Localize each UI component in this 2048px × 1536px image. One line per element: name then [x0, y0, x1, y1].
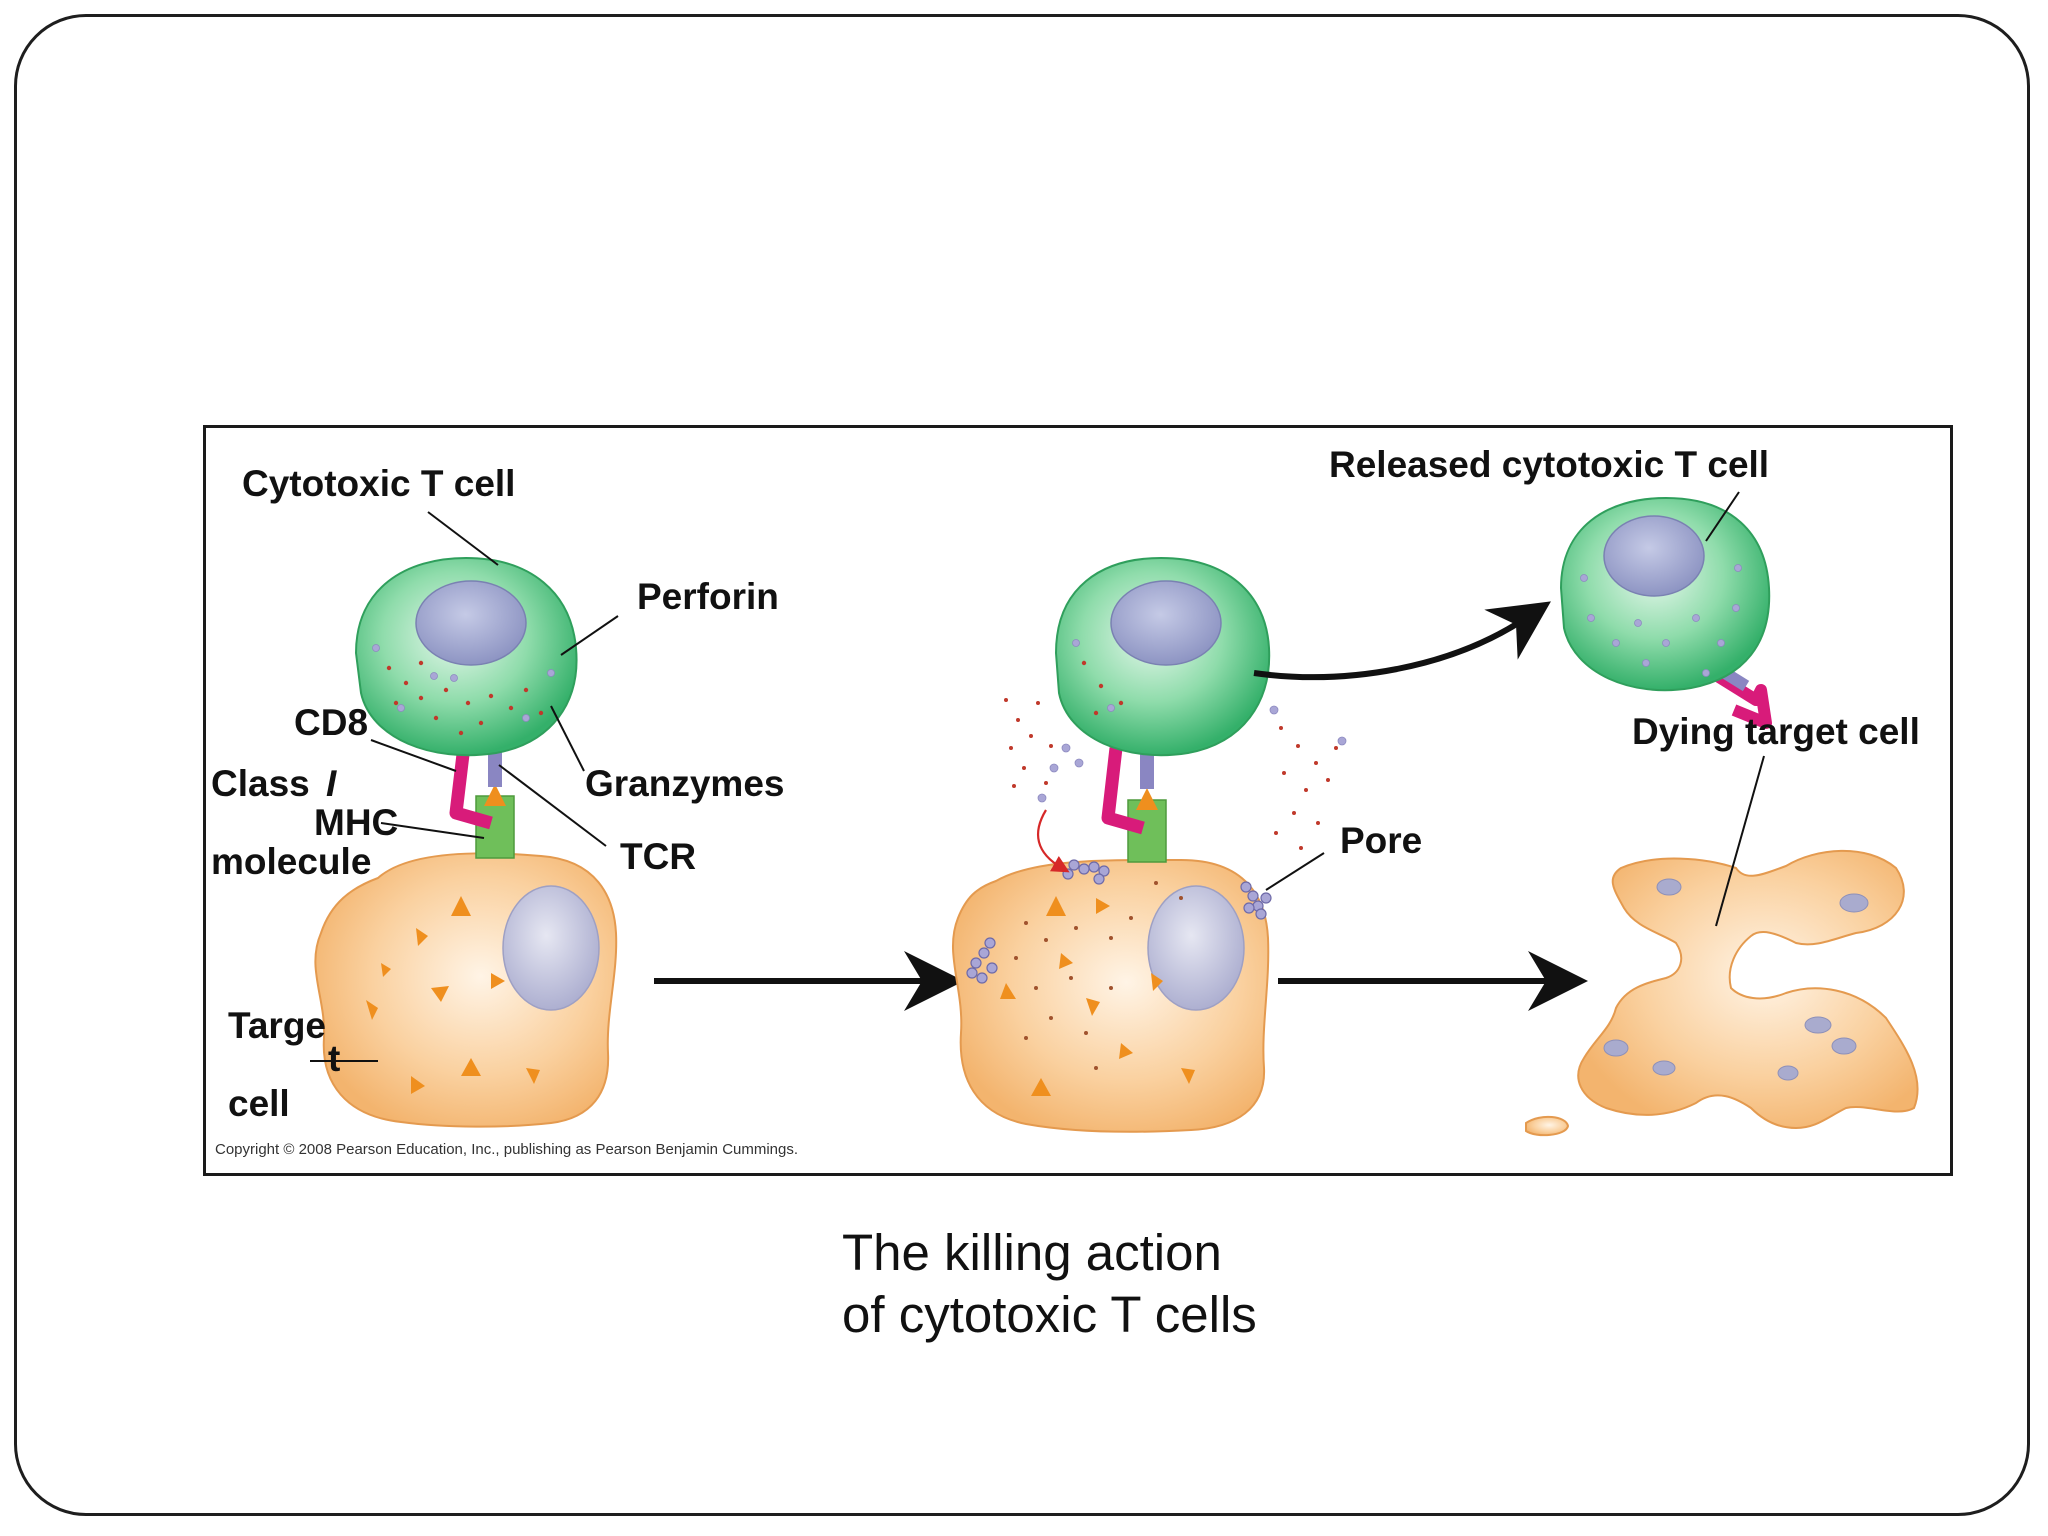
label-mhc: MHC [314, 802, 398, 843]
released-cd8 [1707, 666, 1772, 729]
granzyme-dots-2 [1081, 660, 1124, 716]
release-arrow [1253, 601, 1551, 681]
copyright-notice: Copyright © 2008 Pearson Education, Inc.… [215, 1141, 798, 1158]
released-t-cell-nucleus [1603, 515, 1705, 597]
t-cell-nucleus-2 [1110, 580, 1222, 666]
dying-cell-nuclei [1603, 878, 1869, 1081]
released-granzymes [1004, 698, 1338, 850]
pore-right [1240, 881, 1272, 920]
antigen-peptide [484, 784, 506, 806]
dying-target-cell-fragments [1577, 849, 1919, 1130]
stage-3-dying-target [1525, 849, 1919, 1137]
pore [1062, 859, 1110, 885]
cd8-coreceptor-2 [1101, 747, 1145, 835]
mhc-molecule [475, 795, 515, 859]
cd8-coreceptor [449, 745, 493, 830]
label-cd8: CD8 [294, 702, 368, 743]
label-tcr: TCR [620, 836, 696, 877]
label-pore: Pore [1340, 820, 1422, 861]
perforin-granules-2 [1072, 639, 1115, 712]
granzyme-dots [386, 660, 544, 736]
label-target: Targe [228, 1005, 326, 1046]
stage-1-labels: Cytotoxic T cell Perforin CD8 Class I MH… [211, 463, 785, 1124]
antigen-fragments [366, 896, 540, 1094]
released-perforin [1037, 705, 1347, 803]
label-class: Class [211, 763, 310, 804]
stage-3-released-cell [1559, 496, 1772, 729]
caption-line-2: of cytotoxic T cells [842, 1286, 1257, 1343]
granzymes-inside-target [1014, 881, 1183, 1070]
released-cell-granules [1580, 564, 1742, 677]
antigen-fragments-2 [1000, 896, 1195, 1096]
label-molecule: molecule [211, 841, 371, 882]
label-granzymes: Granzymes [585, 763, 785, 804]
target-nucleus-2 [1147, 885, 1245, 1011]
small-debris [1525, 1115, 1570, 1137]
label-target-t: t [328, 1038, 340, 1079]
label-cytotoxic-t-cell: Cytotoxic T cell [242, 463, 515, 504]
stage-1-recognition [314, 556, 618, 1128]
pore-left [966, 937, 998, 984]
perforin-insertion-arrow [1037, 809, 1070, 873]
perforin-granules [372, 644, 555, 722]
antigen-peptide-2 [1136, 788, 1158, 810]
label-class-numeral: I [326, 763, 337, 804]
label-perforin: Perforin [637, 576, 779, 617]
diagram-figure: Cytotoxic T cell Perforin CD8 Class I MH… [203, 425, 1953, 1176]
stage-2-perforin-release [951, 556, 1347, 1133]
target-nucleus [502, 885, 600, 1011]
label-dying-target-cell: Dying target cell [1632, 711, 1920, 752]
slide-caption: The killing action of cytotoxic T cells [842, 1222, 1442, 1346]
label-released-cytotoxic-t-cell: Released cytotoxic T cell [1329, 444, 1769, 485]
t-cell-nucleus [415, 580, 527, 666]
label-target-cell: cell [228, 1083, 290, 1124]
caption-line-1: The killing action [842, 1224, 1222, 1281]
stage-3-labels: Released cytotoxic T cell Dying target c… [1329, 444, 1920, 927]
